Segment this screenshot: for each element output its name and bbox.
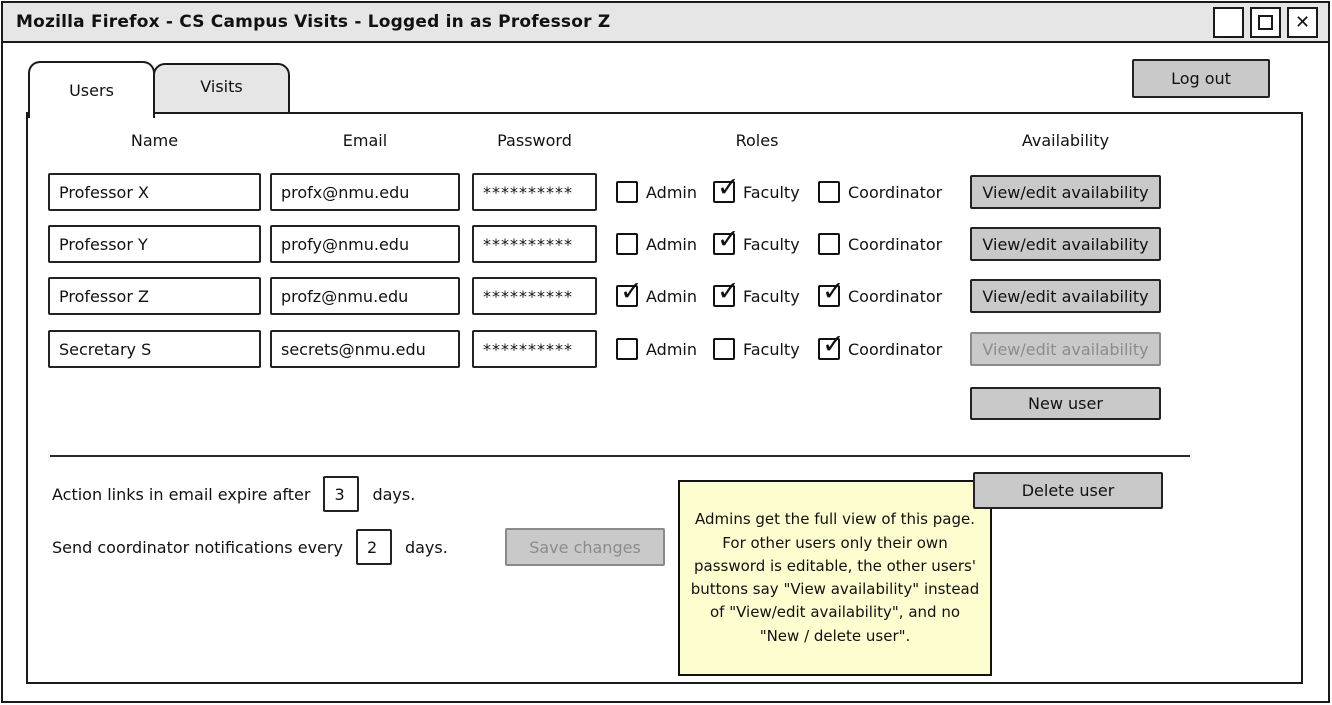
view-edit-availability-button[interactable]: View/edit availability — [970, 227, 1161, 261]
view-edit-availability-button[interactable]: View/edit availability — [970, 279, 1161, 313]
column-header-password: Password — [497, 131, 572, 150]
faculty-checkbox[interactable] — [713, 172, 740, 203]
coordinator-checkbox[interactable] — [818, 276, 845, 307]
admin-label: Admin — [646, 339, 697, 359]
name-input[interactable] — [48, 330, 261, 368]
email-input[interactable] — [270, 330, 460, 368]
expire-days-input[interactable] — [323, 476, 360, 512]
password-input[interactable] — [472, 277, 597, 315]
expire-setting: Action links in email expire after days. — [52, 475, 415, 513]
view-edit-availability-button[interactable]: View/edit availability — [970, 332, 1161, 366]
name-input[interactable] — [48, 173, 261, 211]
coordinator-role-group: Coordinator — [818, 276, 943, 315]
coordinator-checkbox[interactable] — [818, 181, 840, 203]
expire-setting-label: Action links in email expire after — [52, 484, 311, 504]
minimize-button[interactable]: _ — [1213, 7, 1244, 38]
admin-label: Admin — [646, 234, 697, 254]
faculty-role-group: Faculty — [713, 172, 800, 211]
annotation-note: Admins get the full view of this page. F… — [678, 480, 992, 676]
admin-checkbox[interactable] — [616, 276, 643, 307]
faculty-label: Faculty — [743, 339, 800, 359]
password-input[interactable] — [472, 225, 597, 263]
user-row: Admin Faculty Coordinator View/edit avai… — [28, 224, 1301, 263]
notify-days-input[interactable] — [355, 529, 392, 565]
admin-role-group: Admin — [616, 330, 697, 368]
faculty-role-group: Faculty — [713, 224, 800, 263]
name-input[interactable] — [48, 225, 261, 263]
name-input[interactable] — [48, 277, 261, 315]
column-header-email: Email — [342, 131, 388, 150]
minimize-icon: _ — [1224, 18, 1233, 39]
close-button[interactable]: ✕ — [1287, 7, 1318, 38]
coordinator-role-group: Coordinator — [818, 329, 943, 368]
delete-user-button[interactable]: Delete user — [973, 472, 1163, 509]
faculty-role-group: Faculty — [713, 276, 800, 315]
maximize-icon — [1258, 15, 1273, 30]
email-input[interactable] — [270, 277, 460, 315]
coordinator-label: Coordinator — [848, 286, 943, 306]
admin-role-group: Admin — [616, 173, 697, 211]
password-input[interactable] — [472, 330, 597, 368]
save-changes-button[interactable]: Save changes — [505, 528, 665, 566]
faculty-label: Faculty — [743, 182, 800, 202]
coordinator-label: Coordinator — [848, 182, 943, 202]
tab-users[interactable]: Users — [28, 61, 155, 118]
close-icon: ✕ — [1294, 11, 1311, 33]
faculty-label: Faculty — [743, 234, 800, 254]
admin-label: Admin — [646, 286, 697, 306]
admin-role-group: Admin — [616, 276, 697, 315]
coordinator-label: Coordinator — [848, 234, 943, 254]
coordinator-role-group: Coordinator — [818, 225, 942, 263]
faculty-role-group: Faculty — [713, 330, 800, 368]
coordinator-label: Coordinator — [848, 339, 943, 359]
faculty-checkbox[interactable] — [713, 338, 735, 360]
column-header-availability: Availability — [1021, 131, 1110, 150]
section-divider — [50, 455, 1190, 457]
maximize-button[interactable] — [1250, 7, 1281, 38]
faculty-checkbox[interactable] — [713, 224, 740, 255]
email-input[interactable] — [270, 173, 460, 211]
notify-setting-suffix: days. — [404, 537, 448, 557]
admin-checkbox[interactable] — [616, 181, 638, 203]
password-input[interactable] — [472, 173, 597, 211]
notify-setting: Send coordinator notifications every day… — [52, 528, 448, 566]
tab-visits[interactable]: Visits — [153, 63, 290, 114]
user-row: Admin Faculty Coordinator View/edit avai… — [28, 172, 1301, 211]
window-controls: _ ✕ — [1213, 7, 1318, 38]
admin-label: Admin — [646, 182, 697, 202]
faculty-label: Faculty — [743, 286, 800, 306]
admin-checkbox[interactable] — [616, 338, 638, 360]
window-title: Mozilla Firefox - CS Campus Visits - Log… — [16, 12, 611, 32]
title-bar: Mozilla Firefox - CS Campus Visits - Log… — [3, 3, 1328, 43]
admin-role-group: Admin — [616, 225, 697, 263]
users-panel: Name Email Password Roles Availability A… — [26, 112, 1303, 684]
new-user-button[interactable]: New user — [970, 387, 1161, 420]
column-header-name: Name — [130, 131, 179, 150]
annotation-note-text: Admins get the full view of this page. F… — [690, 510, 980, 645]
email-input[interactable] — [270, 225, 460, 263]
column-header-roles: Roles — [735, 131, 779, 150]
view-edit-availability-button[interactable]: View/edit availability — [970, 175, 1161, 209]
coordinator-checkbox[interactable] — [818, 329, 845, 360]
logout-button[interactable]: Log out — [1132, 59, 1270, 98]
expire-setting-suffix: days. — [372, 484, 416, 504]
notify-setting-label: Send coordinator notifications every — [52, 537, 343, 557]
user-row: Admin Faculty Coordinator View/edit avai… — [28, 329, 1301, 368]
coordinator-role-group: Coordinator — [818, 173, 942, 211]
admin-checkbox[interactable] — [616, 233, 638, 255]
user-row: Admin Faculty Coordinator View/edit avai… — [28, 276, 1301, 315]
coordinator-checkbox[interactable] — [818, 233, 840, 255]
faculty-checkbox[interactable] — [713, 276, 740, 307]
